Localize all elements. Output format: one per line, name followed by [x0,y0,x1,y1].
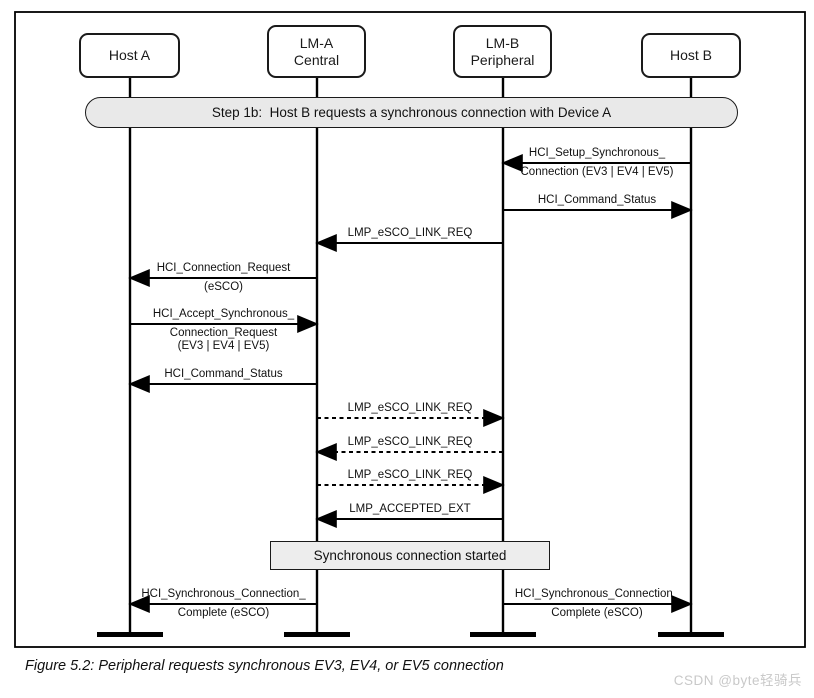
actor-box-host-b: Host B [641,33,741,78]
message-label: HCI_Command_Status [537,194,657,206]
figure-caption: Figure 5.2: Peripheral requests synchron… [25,658,504,674]
message-label: LMP_eSCO_LINK_REQ [347,469,473,481]
message-label: HCI_Setup_Synchronous_ [528,147,666,159]
message-label: HCI_Accept_Synchronous_ [152,308,295,320]
message-label: Complete (eSCO) [551,607,643,619]
terminator-lm-a [284,632,350,637]
actor-box-lm-a: LM-A Central [267,25,366,78]
actor-box-host-a: Host A [79,33,180,78]
message-label: HCI_Command_Status [164,368,283,380]
message-label: Complete (eSCO) [177,607,270,619]
message-label: LMP_eSCO_LINK_REQ [347,402,473,414]
watermark-text: CSDN @byte轻骑兵 [673,673,802,688]
message-label: Connection (EV3 | EV4 | EV5) [520,166,674,178]
message-label: HCI_Synchronous_Connection_ [141,588,306,600]
message-label: LMP_ACCEPTED_EXT [349,503,471,515]
terminator-lm-b [470,632,536,637]
connection-started-note: Synchronous connection started [270,541,550,570]
message-label: HCI_Synchronous_Connection_ [514,588,680,600]
actor-box-lm-b: LM-B Peripheral [453,25,552,78]
message-label: (eSCO) [204,281,243,293]
message-label: Connection_Request (EV3 | EV4 | EV5) [169,327,278,352]
message-label: LMP_eSCO_LINK_REQ [347,436,473,448]
diagram-frame [14,11,806,648]
step-banner: Step 1b: Host B requests a synchronous c… [85,97,738,128]
terminator-host-a [97,632,163,637]
terminator-host-b [658,632,724,637]
message-label: HCI_Connection_Request [156,262,291,274]
message-label: LMP_eSCO_LINK_REQ [347,227,473,239]
